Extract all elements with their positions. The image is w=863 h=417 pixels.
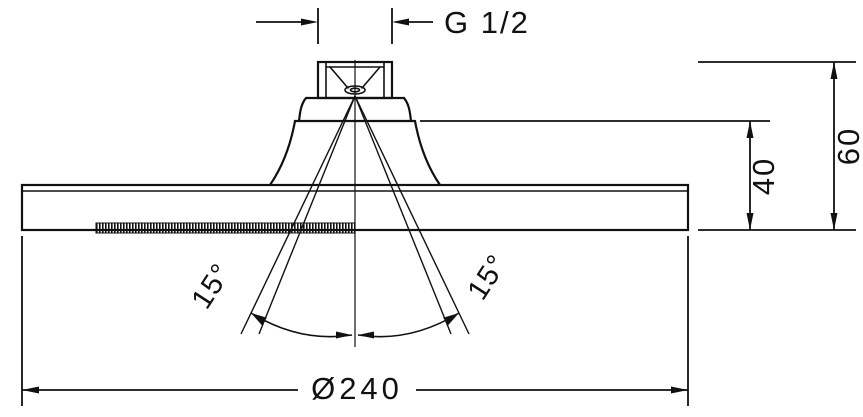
- dim-arrowhead: [830, 213, 838, 230]
- dim-arrowhead: [301, 18, 318, 26]
- spray-angle-arcs: [250, 312, 460, 339]
- dim-arrowhead: [392, 18, 409, 26]
- dim-body-height: [420, 120, 770, 230]
- arc-arrowhead: [358, 331, 374, 339]
- arc-arrowhead: [251, 313, 267, 326]
- spray-angle-lines: [240, 95, 470, 335]
- dim-arrowhead: [830, 62, 838, 79]
- spray-angle-left-label: 15°: [186, 258, 238, 315]
- dim-arrowhead: [22, 386, 39, 394]
- dim-arrowhead: [746, 121, 754, 138]
- cone-body: [268, 119, 442, 187]
- arc-arrowhead: [336, 331, 352, 339]
- spray-angle-right-label: 15°: [462, 249, 514, 306]
- nozzle-hatch: [95, 222, 356, 234]
- dim-arrowhead: [746, 213, 754, 230]
- thread-size-label: G 1/2: [444, 5, 530, 40]
- dim-thread: [256, 8, 433, 44]
- diameter-label: Ø240: [311, 371, 403, 406]
- dim-arrowhead: [671, 386, 688, 394]
- body-height-label: 40: [746, 157, 781, 195]
- total-height-label: 60: [831, 127, 863, 165]
- dim-diameter: [21, 236, 689, 406]
- arc-arrowhead: [443, 313, 459, 326]
- dim-total-height: [698, 61, 856, 231]
